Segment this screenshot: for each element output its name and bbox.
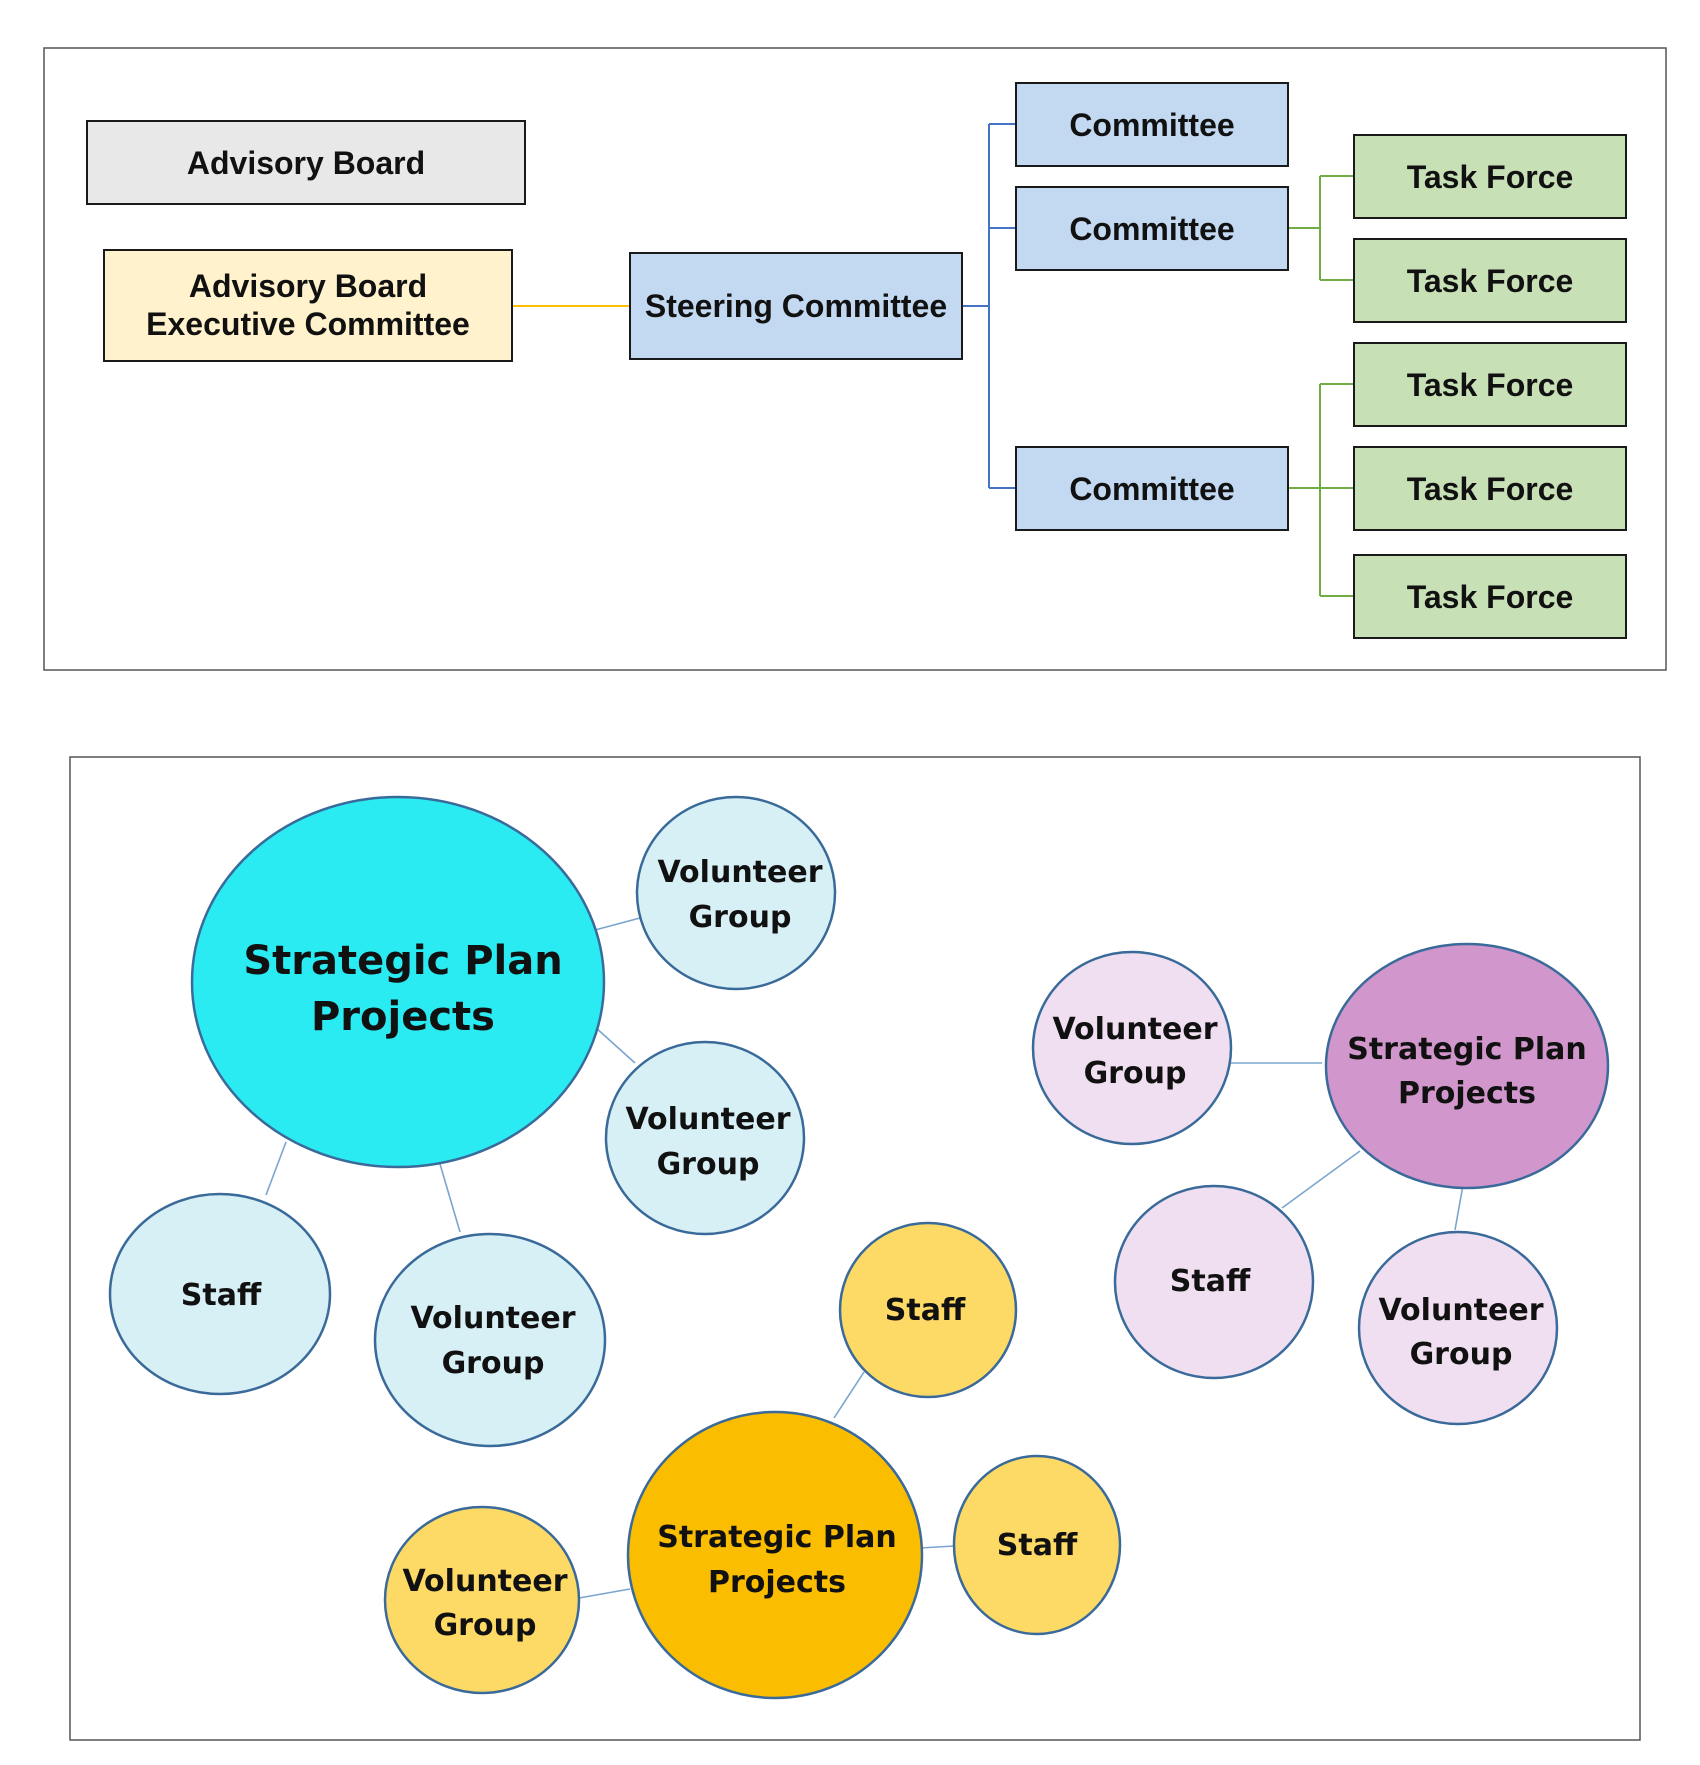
purple-staff-bubble: Staff (1113, 1184, 1315, 1380)
committee-box-2: Committee (1015, 186, 1289, 271)
orange-staff-1-label: Staff (885, 1293, 966, 1328)
purple-center-label-line-2: Projects (1398, 1076, 1536, 1111)
task-force-label-2: Task Force (1407, 263, 1574, 299)
purple-to-staff-line (1281, 1150, 1361, 1209)
task-force-box-2: Task Force (1353, 238, 1627, 323)
advisory-board-box: Advisory Board (86, 120, 526, 205)
cyan-volunteer-bubble-1: Volunteer Group (635, 795, 837, 991)
orange-center-label-line-1: Strategic Plan (657, 1520, 897, 1555)
purple-cluster: Strategic Plan Projects Volunteer Group … (1031, 942, 1610, 1426)
task-force-label-3: Task Force (1407, 367, 1574, 403)
cyan-center-label-line-2: Projects (311, 994, 495, 1040)
orange-volunteer-label-line-2: Group (434, 1608, 537, 1643)
executive-committee-box: Advisory Board Executive Committee (103, 249, 513, 362)
committee-label-3: Committee (1069, 471, 1234, 507)
task-force-box-3: Task Force (1353, 342, 1627, 427)
purple-volunteer-1-label-line-1: Volunteer (1052, 1012, 1217, 1047)
orange-staff-bubble-1: Staff (838, 1221, 1018, 1399)
purple-staff-label: Staff (1170, 1264, 1251, 1299)
orange-staff-2-label: Staff (997, 1528, 1078, 1563)
committee-label-2: Committee (1069, 211, 1234, 247)
cyan-volunteer-3-label-line-1: Volunteer (410, 1301, 575, 1336)
purple-volunteer-2-label-line-1: Volunteer (1378, 1293, 1543, 1328)
orange-staff-bubble-2: Staff (952, 1454, 1122, 1636)
purple-volunteer-bubble-1: Volunteer Group (1031, 950, 1233, 1146)
cyan-cluster: Strategic Plan Projects Volunteer Group … (108, 795, 837, 1448)
purple-volunteer-bubble-2: Volunteer Group (1357, 1230, 1559, 1426)
task-force-box-5: Task Force (1353, 554, 1627, 639)
executive-committee-label-line-2: Executive Committee (146, 306, 470, 342)
cyan-volunteer-1-label-line-2: Group (689, 900, 792, 935)
purple-strategic-plan-bubble: Strategic Plan Projects (1324, 942, 1610, 1190)
task-force-label-1: Task Force (1407, 159, 1574, 195)
orange-volunteer-bubble: Volunteer Group (383, 1505, 581, 1695)
cyan-to-volunteer-2-line (594, 1026, 636, 1064)
cyan-strategic-plan-bubble: Strategic Plan Projects (190, 795, 606, 1169)
steering-committee-label: Steering Committee (645, 288, 947, 324)
purple-center-label-line-1: Strategic Plan (1347, 1032, 1587, 1067)
task-force-box-4: Task Force (1353, 446, 1627, 531)
cyan-volunteer-2-label-line-1: Volunteer (625, 1102, 790, 1137)
orange-cluster: Strategic Plan Projects Staff Staff Volu… (383, 1221, 1122, 1700)
executive-committee-label-line-1: Advisory Board (189, 268, 427, 304)
purple-to-volunteer-2-line (1454, 1184, 1464, 1231)
org-connectors (512, 123, 1354, 597)
bubble-connectors (265, 917, 1464, 1599)
cyan-staff-bubble: Staff (108, 1192, 332, 1396)
cyan-to-volunteer-1-line (594, 917, 641, 931)
cyan-volunteer-2-label-line-2: Group (657, 1147, 760, 1182)
orange-to-staff-1-line (833, 1371, 865, 1419)
cyan-volunteer-bubble-2: Volunteer Group (604, 1040, 806, 1236)
orange-to-volunteer-line (578, 1588, 631, 1599)
committee-label-1: Committee (1069, 107, 1234, 143)
cyan-volunteer-1-label-line-1: Volunteer (657, 855, 822, 890)
purple-volunteer-1-label-line-2: Group (1084, 1056, 1187, 1091)
cyan-volunteer-bubble-3: Volunteer Group (373, 1232, 607, 1448)
advisory-board-label: Advisory Board (187, 145, 425, 181)
steering-committee-box: Steering Committee (629, 252, 963, 360)
orange-strategic-plan-bubble: Strategic Plan Projects (626, 1410, 924, 1700)
task-force-label-5: Task Force (1407, 579, 1574, 615)
orange-volunteer-label-line-1: Volunteer (402, 1564, 567, 1599)
orange-to-staff-2-line (919, 1545, 955, 1549)
committee-box-3: Committee (1015, 446, 1289, 531)
task-force-box-1: Task Force (1353, 134, 1627, 219)
cyan-to-staff-line (265, 1141, 287, 1196)
task-force-label-4: Task Force (1407, 471, 1574, 507)
orange-center-label-line-2: Projects (708, 1565, 846, 1600)
committee-box-1: Committee (1015, 82, 1289, 167)
cyan-center-label-line-1: Strategic Plan (243, 938, 562, 984)
cyan-to-volunteer-3-line (439, 1163, 461, 1233)
purple-volunteer-2-label-line-2: Group (1410, 1337, 1513, 1372)
cyan-volunteer-3-label-line-2: Group (442, 1346, 545, 1381)
cyan-staff-label: Staff (181, 1278, 262, 1313)
